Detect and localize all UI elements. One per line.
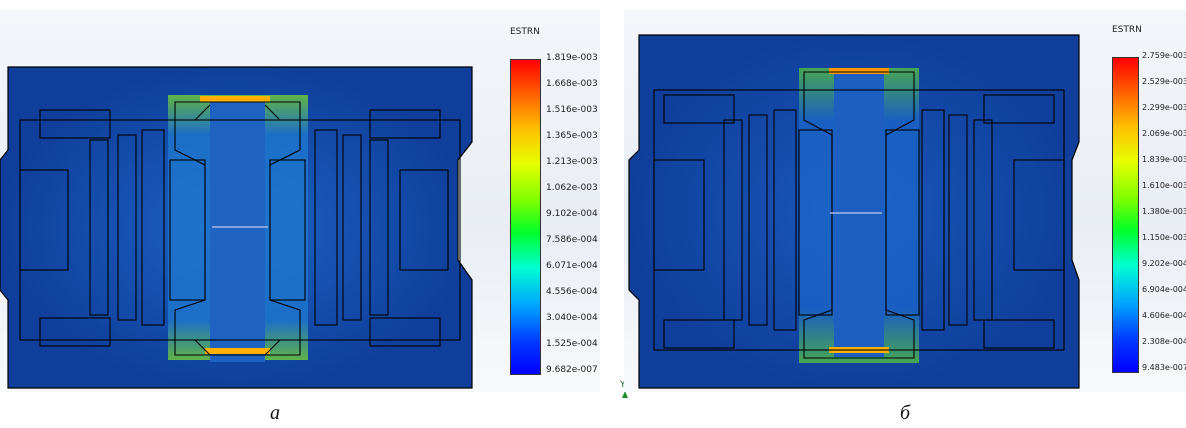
tick-label: 1.380e-003 xyxy=(1142,207,1186,216)
tick-label: 1.819e-003 xyxy=(546,53,598,63)
tick-label: 1.062e-003 xyxy=(546,183,598,193)
tick-label: 2.308e-004 xyxy=(1142,337,1186,346)
tick-label: 1.839e-003 xyxy=(1142,155,1186,164)
tick-label: 1.525e-004 xyxy=(546,339,598,349)
axis-y-arrow-icon xyxy=(622,391,628,398)
tick-label: 2.529e-003 xyxy=(1142,77,1186,86)
panel-a: ESTRN 1.819e-003 1.668e-003 1.516e-003 1… xyxy=(0,10,600,424)
tick-label: 1.610e-003 xyxy=(1142,181,1186,190)
legend-title: ESTRN xyxy=(1112,25,1142,35)
tick-label: 4.606e-004 xyxy=(1142,311,1186,320)
caption-b: б xyxy=(900,402,911,424)
tick-label: 1.365e-003 xyxy=(546,131,598,141)
tick-label: 7.586e-004 xyxy=(546,235,598,245)
tick-label: 4.556e-004 xyxy=(546,287,598,297)
tick-label: 3.040e-004 xyxy=(546,313,598,323)
tick-label: 6.904e-004 xyxy=(1142,285,1186,294)
tick-label: 2.069e-003 xyxy=(1142,129,1186,138)
colorbar xyxy=(510,59,541,375)
colorbar xyxy=(1112,57,1139,373)
tick-label: 2.299e-003 xyxy=(1142,103,1186,112)
hot-spot-bottom xyxy=(205,348,270,354)
legend-title: ESTRN xyxy=(510,27,540,37)
fem-model-a xyxy=(0,66,473,389)
tick-label: 9.102e-004 xyxy=(546,209,598,219)
tick-label: 1.516e-003 xyxy=(546,105,598,115)
fem-model-b xyxy=(628,34,1080,389)
tick-label: 9.202e-004 xyxy=(1142,259,1186,268)
tick-label: 1.150e-003 xyxy=(1142,233,1186,242)
tick-label: 6.071e-004 xyxy=(546,261,598,271)
tick-label: 9.682e-007 xyxy=(546,365,598,375)
tick-label: 2.759e-003 xyxy=(1142,51,1186,60)
tick-label: 9.483e-007 xyxy=(1142,363,1186,372)
panel-b: ESTRN 2.759e-003 2.529e-003 2.299e-003 2… xyxy=(606,0,1186,428)
caption-a: a xyxy=(270,402,280,424)
hot-spot-top xyxy=(829,68,889,74)
axis-y-label: Y xyxy=(620,380,626,390)
viewport-a: ESTRN 1.819e-003 1.668e-003 1.516e-003 1… xyxy=(0,10,600,392)
tick-label: 1.668e-003 xyxy=(546,79,598,89)
hot-spot-top xyxy=(200,96,270,102)
viewport-b: ESTRN 2.759e-003 2.529e-003 2.299e-003 2… xyxy=(624,10,1186,392)
tick-label: 1.213e-003 xyxy=(546,157,598,167)
